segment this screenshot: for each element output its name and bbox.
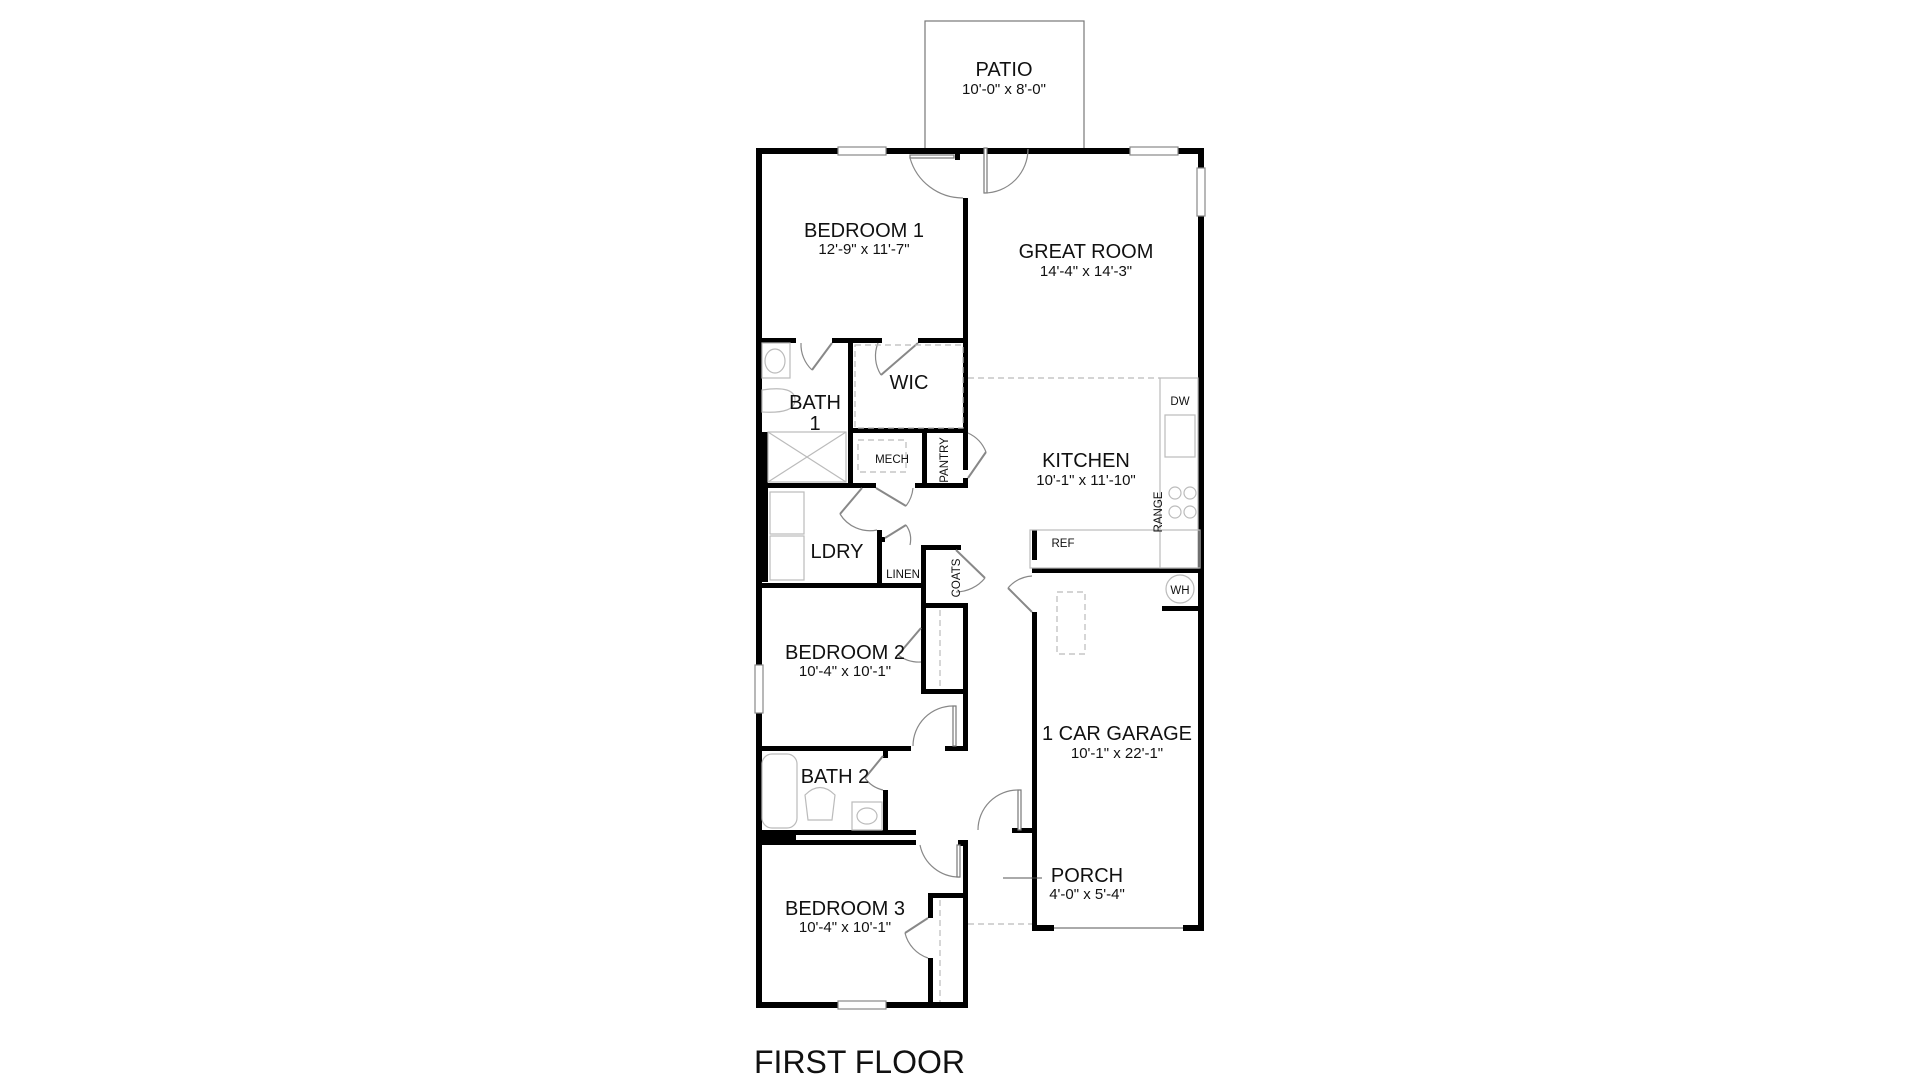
exterior-walls bbox=[756, 148, 1204, 1008]
patio-dims: 10'-0" x 8'-0" bbox=[962, 81, 1046, 98]
dishwasher-label: DW bbox=[1170, 396, 1189, 408]
window-great-room-top bbox=[1129, 146, 1179, 156]
window-bedroom1 bbox=[837, 146, 887, 156]
patio-door bbox=[983, 147, 988, 194]
bedroom3-label: BEDROOM 3 bbox=[785, 898, 905, 920]
mech-door bbox=[875, 487, 907, 507]
patio-door-swing bbox=[983, 148, 1029, 194]
great-room-label: GREAT ROOM bbox=[1019, 241, 1154, 263]
linen-door bbox=[884, 524, 907, 539]
bedroom2-label: BEDROOM 2 bbox=[785, 642, 905, 664]
pantry-door bbox=[967, 451, 987, 479]
washer bbox=[769, 491, 805, 535]
wic-label: WIC bbox=[890, 372, 929, 394]
water-heater-label: WH bbox=[1170, 585, 1189, 597]
interior-walls bbox=[756, 152, 1204, 1008]
laundry-label: LDRY bbox=[811, 541, 864, 563]
bedroom2-closet-door bbox=[897, 627, 922, 656]
bath2-toilet bbox=[804, 786, 836, 821]
great-room-dims: 14'-4" x 14'-3" bbox=[1040, 263, 1132, 280]
bath1-sink-basin bbox=[764, 348, 786, 374]
patio: PATIO 10'-0" x 8'-0" bbox=[924, 20, 1085, 152]
wic-shelves bbox=[854, 344, 964, 429]
coats-door bbox=[955, 549, 986, 579]
window-great-room-side bbox=[1196, 167, 1206, 217]
bedroom2-door-swing bbox=[912, 705, 954, 747]
coats-label: COATS bbox=[951, 558, 963, 597]
garage-dims: 10'-1" x 22'-1" bbox=[1071, 745, 1163, 762]
windows bbox=[754, 146, 1206, 1010]
bath2-label: BATH 2 bbox=[801, 766, 870, 788]
front-door-swing bbox=[977, 789, 1019, 831]
bedroom3-door-swing bbox=[919, 844, 961, 878]
garage-label: 1 CAR GARAGE bbox=[1042, 723, 1192, 745]
range-label: RANGE bbox=[1153, 491, 1165, 532]
linen-label: LINEN bbox=[886, 569, 920, 581]
bath2-door-swing bbox=[864, 777, 884, 791]
porch-dims: 4'-0" x 5'-4" bbox=[1049, 886, 1125, 903]
pantry-label: PANTRY bbox=[939, 437, 951, 483]
wic-door-swing bbox=[874, 342, 882, 376]
bedroom1-dims: 12'-9" x 11'-7" bbox=[818, 241, 909, 258]
garage-entry-door-swing bbox=[1007, 575, 1033, 589]
porch-label: PORCH bbox=[1051, 865, 1123, 887]
water-heater bbox=[1165, 574, 1195, 604]
bedroom1-door-swing bbox=[909, 157, 964, 199]
bath1-toilet bbox=[761, 388, 796, 413]
bath1-door-swing bbox=[800, 342, 813, 371]
dryer bbox=[769, 535, 805, 581]
garage-entry-door bbox=[1007, 587, 1033, 613]
bedroom2-dims: 10'-4" x 10'-1" bbox=[799, 663, 891, 680]
window-bedroom2 bbox=[754, 664, 764, 714]
fixtures bbox=[761, 342, 1201, 1002]
bath1-label-line1: BATH bbox=[789, 392, 841, 414]
room-labels: BEDROOM 1 12'-9" x 11'-7" GREAT ROOM 14'… bbox=[785, 220, 1192, 936]
bedroom1-label: BEDROOM 1 bbox=[804, 220, 924, 242]
bedroom2-closet-door-swing bbox=[897, 654, 922, 663]
bath2-door bbox=[864, 755, 884, 779]
bedroom2-door bbox=[952, 705, 957, 747]
mech-door-swing bbox=[905, 487, 914, 507]
laundry-door-swing bbox=[839, 513, 878, 532]
kitchen-label: KITCHEN bbox=[1042, 450, 1130, 472]
mech-unit bbox=[857, 439, 907, 473]
kitchen-sink bbox=[1164, 414, 1196, 458]
refrigerator-label: REF bbox=[1052, 538, 1075, 550]
window-bedroom3 bbox=[837, 1000, 887, 1010]
front-door bbox=[1017, 789, 1022, 831]
laundry-door bbox=[839, 487, 863, 515]
garage-storage bbox=[1056, 591, 1086, 655]
bath1-sink bbox=[761, 342, 791, 379]
wic-door bbox=[880, 342, 919, 376]
bedroom3-dims: 10'-4" x 10'-1" bbox=[799, 919, 891, 936]
bedroom3-closet-door bbox=[904, 917, 929, 934]
mech-label: MECH bbox=[875, 454, 909, 466]
bedroom3-door bbox=[956, 844, 961, 878]
patio-label: PATIO bbox=[975, 59, 1032, 81]
bath2-tub bbox=[761, 753, 798, 829]
kitchen-dims: 10'-1" x 11'-10" bbox=[1036, 472, 1136, 489]
bath1-shower bbox=[767, 431, 847, 483]
bedroom3-closet-door-swing bbox=[904, 932, 929, 959]
linen-door-swing bbox=[905, 524, 912, 546]
bath1-label-line2: 1 bbox=[809, 413, 820, 435]
bath1-door bbox=[811, 342, 833, 371]
bedroom1-door bbox=[909, 154, 955, 159]
bath2-sink bbox=[851, 801, 883, 831]
coats-door-swing bbox=[955, 577, 986, 593]
kitchen-counter-bottom bbox=[1029, 529, 1201, 569]
floor-title: FIRST FLOOR bbox=[754, 1044, 965, 1080]
pantry-door-swing bbox=[967, 432, 987, 453]
